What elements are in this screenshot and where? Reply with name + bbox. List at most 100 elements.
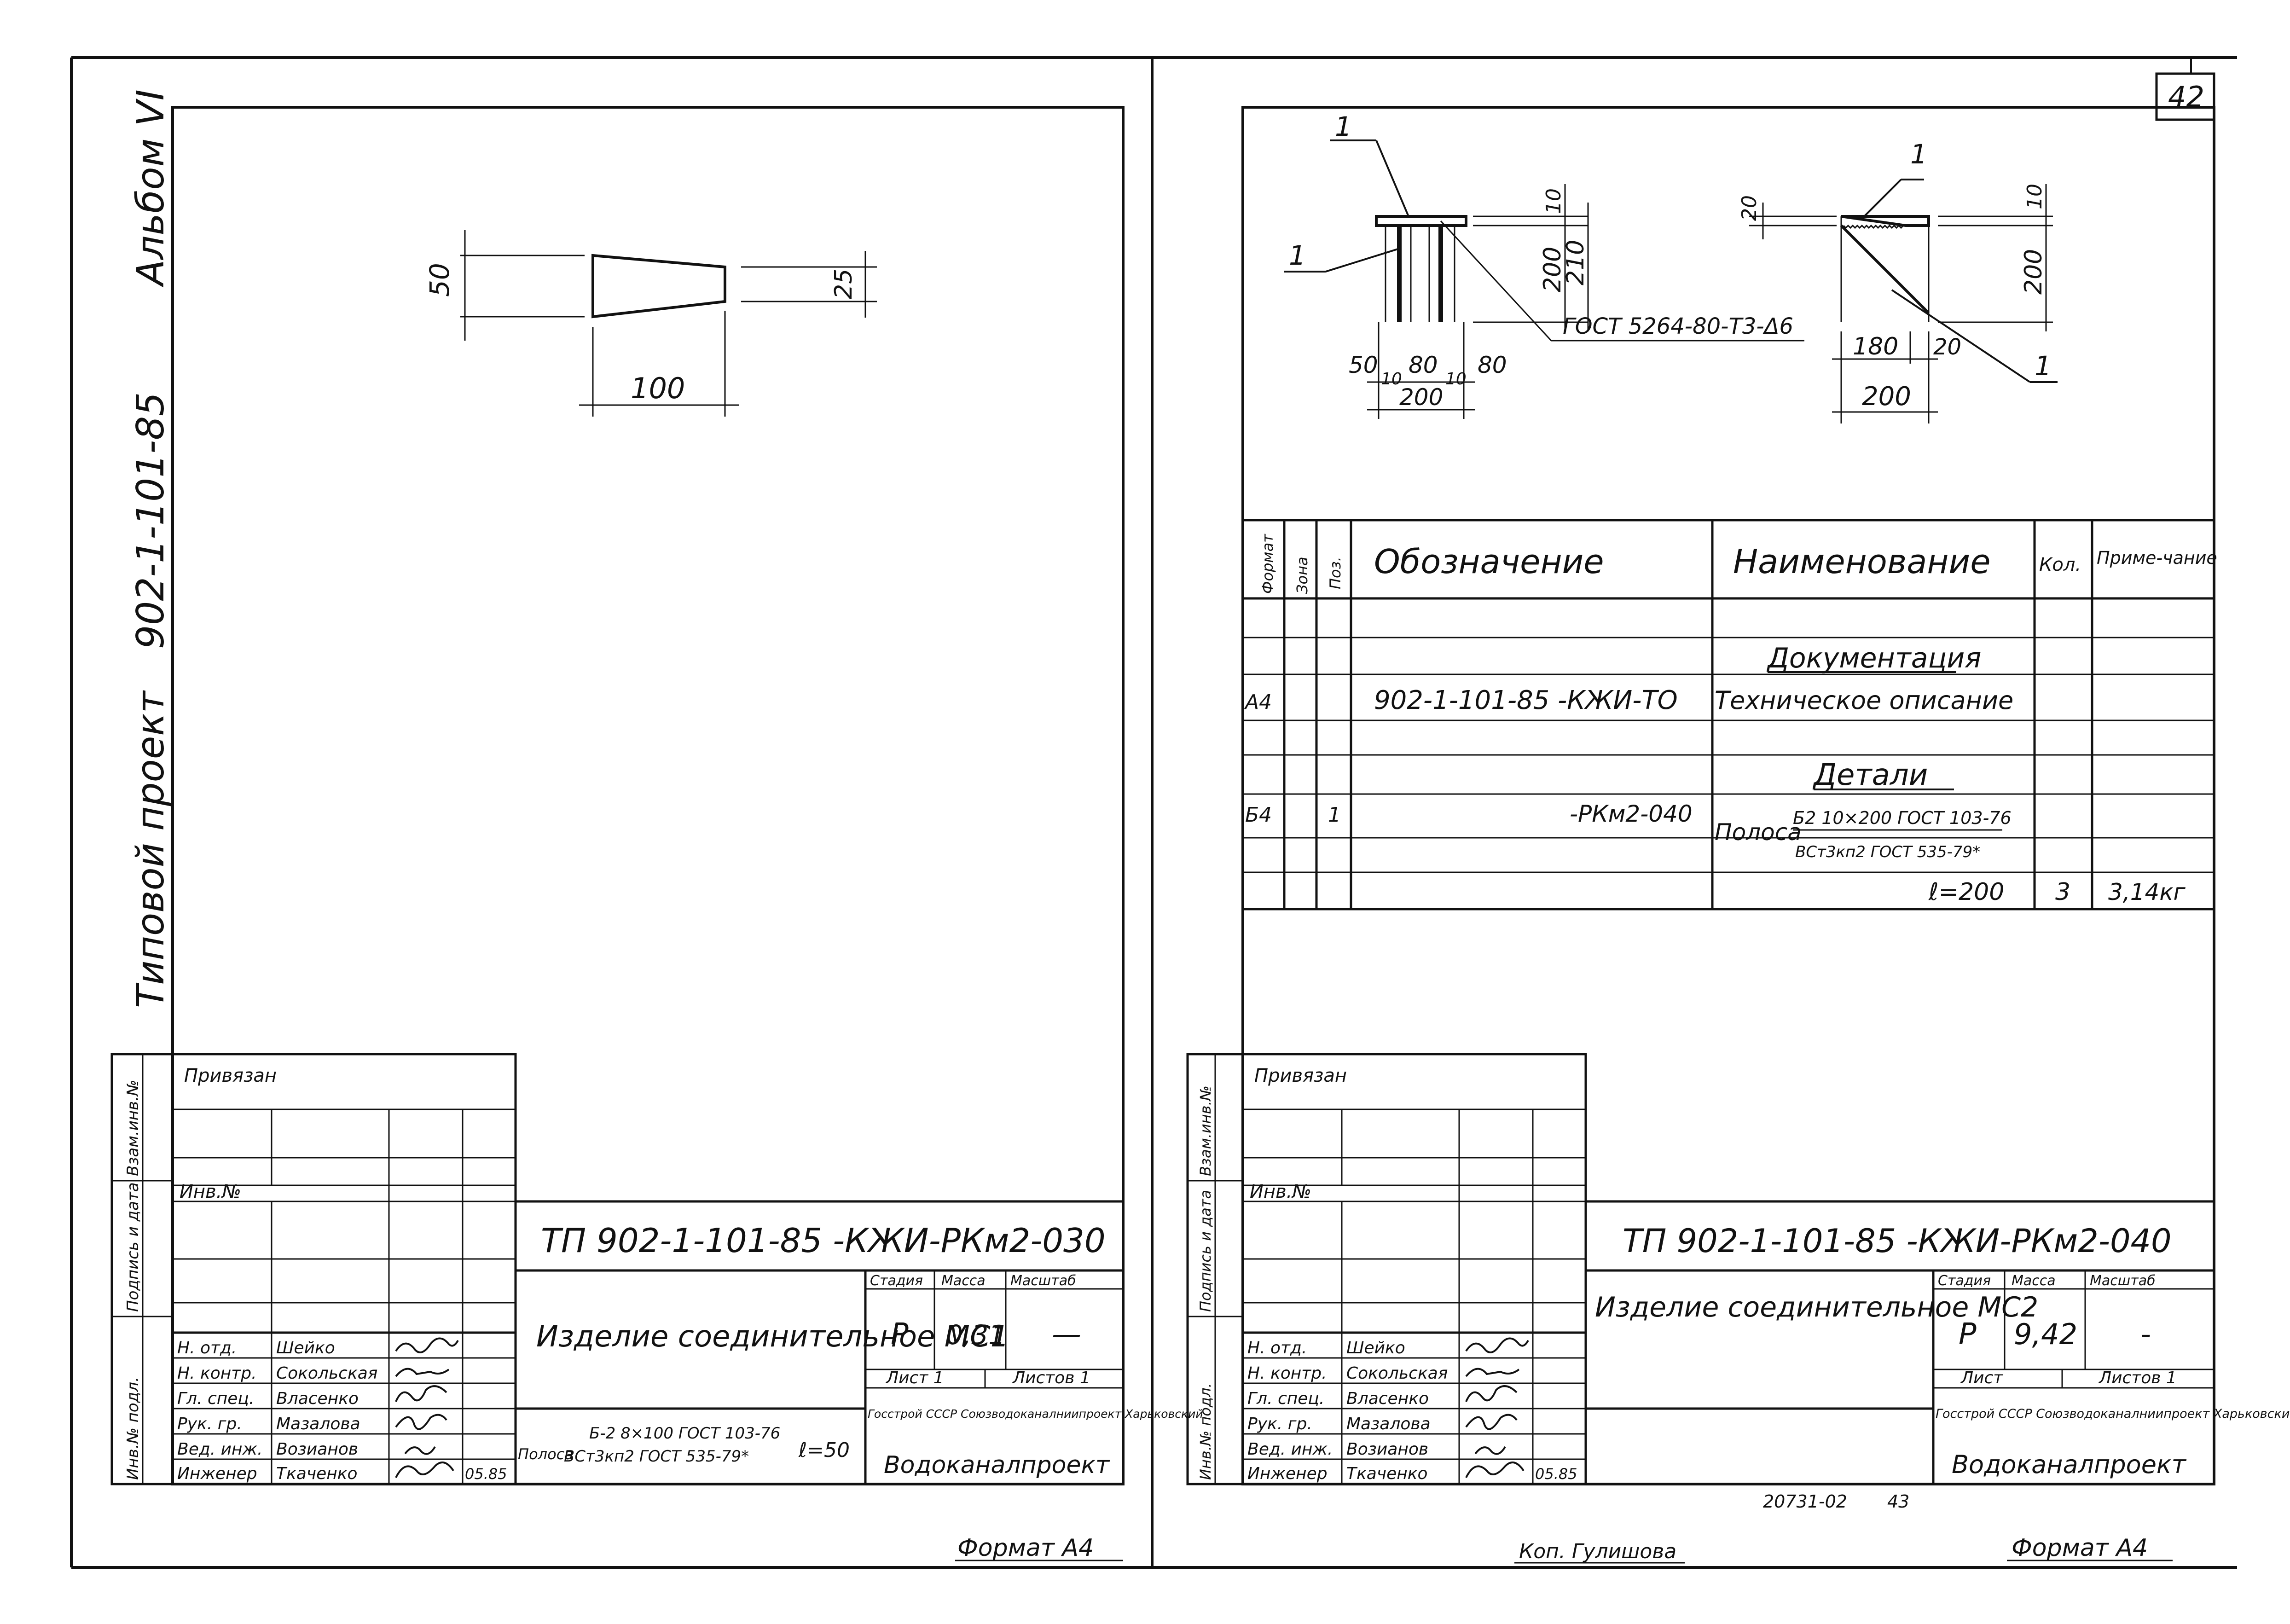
right-sheet-no: Лист [1960, 1369, 2003, 1387]
spec-section-doc: Документация [1766, 642, 1981, 674]
left-material-top: Б-2 8×100 ГОСТ 103-76 [589, 1424, 780, 1443]
right-dim-a: 50 [1349, 352, 1378, 378]
left-dim-h-right: 25 [830, 269, 858, 299]
left-role-1: Н. контр. [177, 1364, 257, 1383]
right-name-1: Сокольская [1346, 1364, 1448, 1383]
left-signature-4 [404, 1446, 436, 1455]
spec-h-zone: Зона [1293, 557, 1311, 594]
right-dim-s-w: 180 [1853, 333, 1898, 360]
right-signature-4 [1474, 1446, 1506, 1455]
right-stage: Р [1959, 1317, 1977, 1351]
right-role-4: Вед. инж. [1247, 1440, 1333, 1459]
left-name-3: Мазалова [276, 1415, 360, 1433]
left-signature-3 [395, 1414, 447, 1430]
right-role-0: Н. отд. [1247, 1339, 1307, 1357]
spec-part-pos: 1 [1328, 803, 1341, 827]
spec-part-name-bottom: ВСт3кп2 ГОСТ 535-79* [1795, 843, 1980, 861]
left-col-stage: Стадия [870, 1273, 923, 1289]
left-side-strip: Инв.№ подл. Подпись и дата Взам.инв.№ [110, 1053, 174, 1485]
spec-doc-name: Техническое описание [1715, 686, 2013, 715]
left-org1: Госстрой СССР Союзводоканалниипроект Хар… [868, 1407, 1203, 1421]
spec-section-parts: Детали [1812, 758, 1928, 792]
outer-frame [70, 56, 2237, 1569]
spec-h-pos: Поз. [1327, 557, 1344, 589]
left-title: Изделие соединительное МС1 [536, 1320, 1009, 1354]
left-role-3: Рук. гр. [177, 1415, 242, 1433]
left-stage: Р [891, 1317, 909, 1351]
left-name-4: Возианов [276, 1440, 358, 1459]
left-name-2: Власенко [276, 1389, 359, 1408]
right-role-2: Гл. спец. [1247, 1389, 1324, 1408]
right-org2: Водоканалпроект [1952, 1450, 2187, 1479]
right-dim-e: 10 [1445, 370, 1467, 389]
spec-part-name-prefix: Полоса [1715, 819, 1802, 846]
spec-h-note: Приме-чание [2097, 548, 2217, 568]
right-signature-0 [1465, 1337, 1529, 1353]
side-label-album: Альбом VI [129, 89, 173, 288]
right-format: Формат А4 [2012, 1534, 2148, 1562]
right-name-5: Ткаченко [1346, 1464, 1428, 1483]
left-role-2: Гл. спец. [177, 1389, 254, 1408]
spec-qty: 3 [2055, 878, 2070, 906]
spec-doc-format: А4 [1244, 690, 1272, 714]
right-inv: Инв.№ [1250, 1181, 1311, 1202]
right-signature-1 [1465, 1368, 1520, 1377]
left-format: Формат А4 [957, 1534, 1094, 1562]
left-sheets: Листов 1 [1012, 1369, 1090, 1387]
left-signature-0 [395, 1337, 459, 1353]
right-strip-sign: Подпись и дата [1197, 1190, 1214, 1312]
side-label-prefix: Типовой проект [129, 690, 173, 1008]
left-designation: ТП 902-1-101-85 -КЖИ-РКм2-030 [541, 1221, 1106, 1260]
left-part-drawing: 50 25 100 [424, 230, 877, 417]
right-org1: Госстрой СССР Союзводоканалниипроект Хар… [1936, 1407, 2290, 1421]
spec-table: Формат Зона Поз. Обозначение Наименовани… [1243, 519, 2217, 911]
left-name-5: Ткаченко [276, 1464, 358, 1483]
right-scale: - [2140, 1317, 2151, 1351]
left-privyazan: Привязан [184, 1065, 277, 1086]
right-col-scale: Масштаб [2090, 1273, 2156, 1289]
left-col-scale: Масштаб [1010, 1273, 1076, 1289]
right-col-mass: Масса [2012, 1273, 2056, 1289]
right-dim-s-tw: 200 [1862, 382, 1911, 412]
left-scale: — [1052, 1317, 1081, 1351]
left-org2: Водоканалпроект [884, 1451, 1110, 1479]
right-pos-4: 1 [2035, 350, 2052, 382]
left-role-0: Н. отд. [177, 1339, 237, 1357]
left-material-bottom: ВСт3кп2 ГОСТ 535-79* [564, 1447, 749, 1466]
spec-part-designation: -РКм2-040 [1570, 800, 1693, 827]
left-role-4: Вед. инж. [177, 1440, 262, 1459]
left-sheet-no: Лист 1 [885, 1369, 944, 1387]
right-dim-h3: 210 [1562, 240, 1589, 285]
left-name-1: Сокольская [276, 1364, 377, 1383]
right-sheet-number: 42 [2168, 80, 2204, 114]
right-mass: 9,42 [2014, 1317, 2077, 1351]
left-col-mass: Масса [941, 1273, 986, 1289]
right-sheet: 42 50 80 80 10 10 200 10 [1186, 58, 2290, 1564]
left-mass: 0,31 [946, 1319, 1005, 1351]
right-sheets: Листов 1 [2098, 1369, 2177, 1387]
left-dim-h-left: 50 [424, 263, 455, 297]
right-signature-2 [1465, 1385, 1518, 1402]
right-strip-vzam: Взам.инв.№ [1197, 1085, 1214, 1176]
right-dim-w1: 200 [1399, 384, 1443, 411]
left-strip-sign: Подпись и дата [124, 1182, 142, 1312]
right-name-2: Власенко [1346, 1389, 1429, 1408]
spec-note: 3,14кг [2108, 879, 2186, 905]
right-archive-no: 20731-02 [1763, 1491, 1847, 1512]
spec-part-name-top: Б2 10×200 ГОСТ 103-76 [1793, 808, 2012, 828]
right-date: 05.85 [1535, 1465, 1577, 1483]
spec-h-name: Наименование [1733, 542, 1991, 581]
right-page-no: 43 [1887, 1491, 1909, 1512]
left-stamp-block: Привязан Инв.№ Н. отд. Шейко Н. контр. С… [171, 1053, 517, 1485]
right-title: Изделие соединительное МС2 [1595, 1291, 2038, 1323]
right-copied-by: Коп. Гулишова [1519, 1540, 1676, 1563]
right-pos-1: 1 [1335, 111, 1352, 142]
right-role-1: Н. контр. [1247, 1364, 1327, 1383]
right-dim-s-h: 200 [2020, 249, 2047, 295]
spec-doc-designation: 902-1-101-85 -КЖИ-ТО [1374, 685, 1678, 715]
right-signature-3 [1465, 1414, 1518, 1430]
right-col-stage: Стадия [1938, 1273, 1991, 1289]
spec-length: ℓ=200 [1928, 878, 2004, 906]
spec-part-format: Б4 [1245, 803, 1272, 827]
